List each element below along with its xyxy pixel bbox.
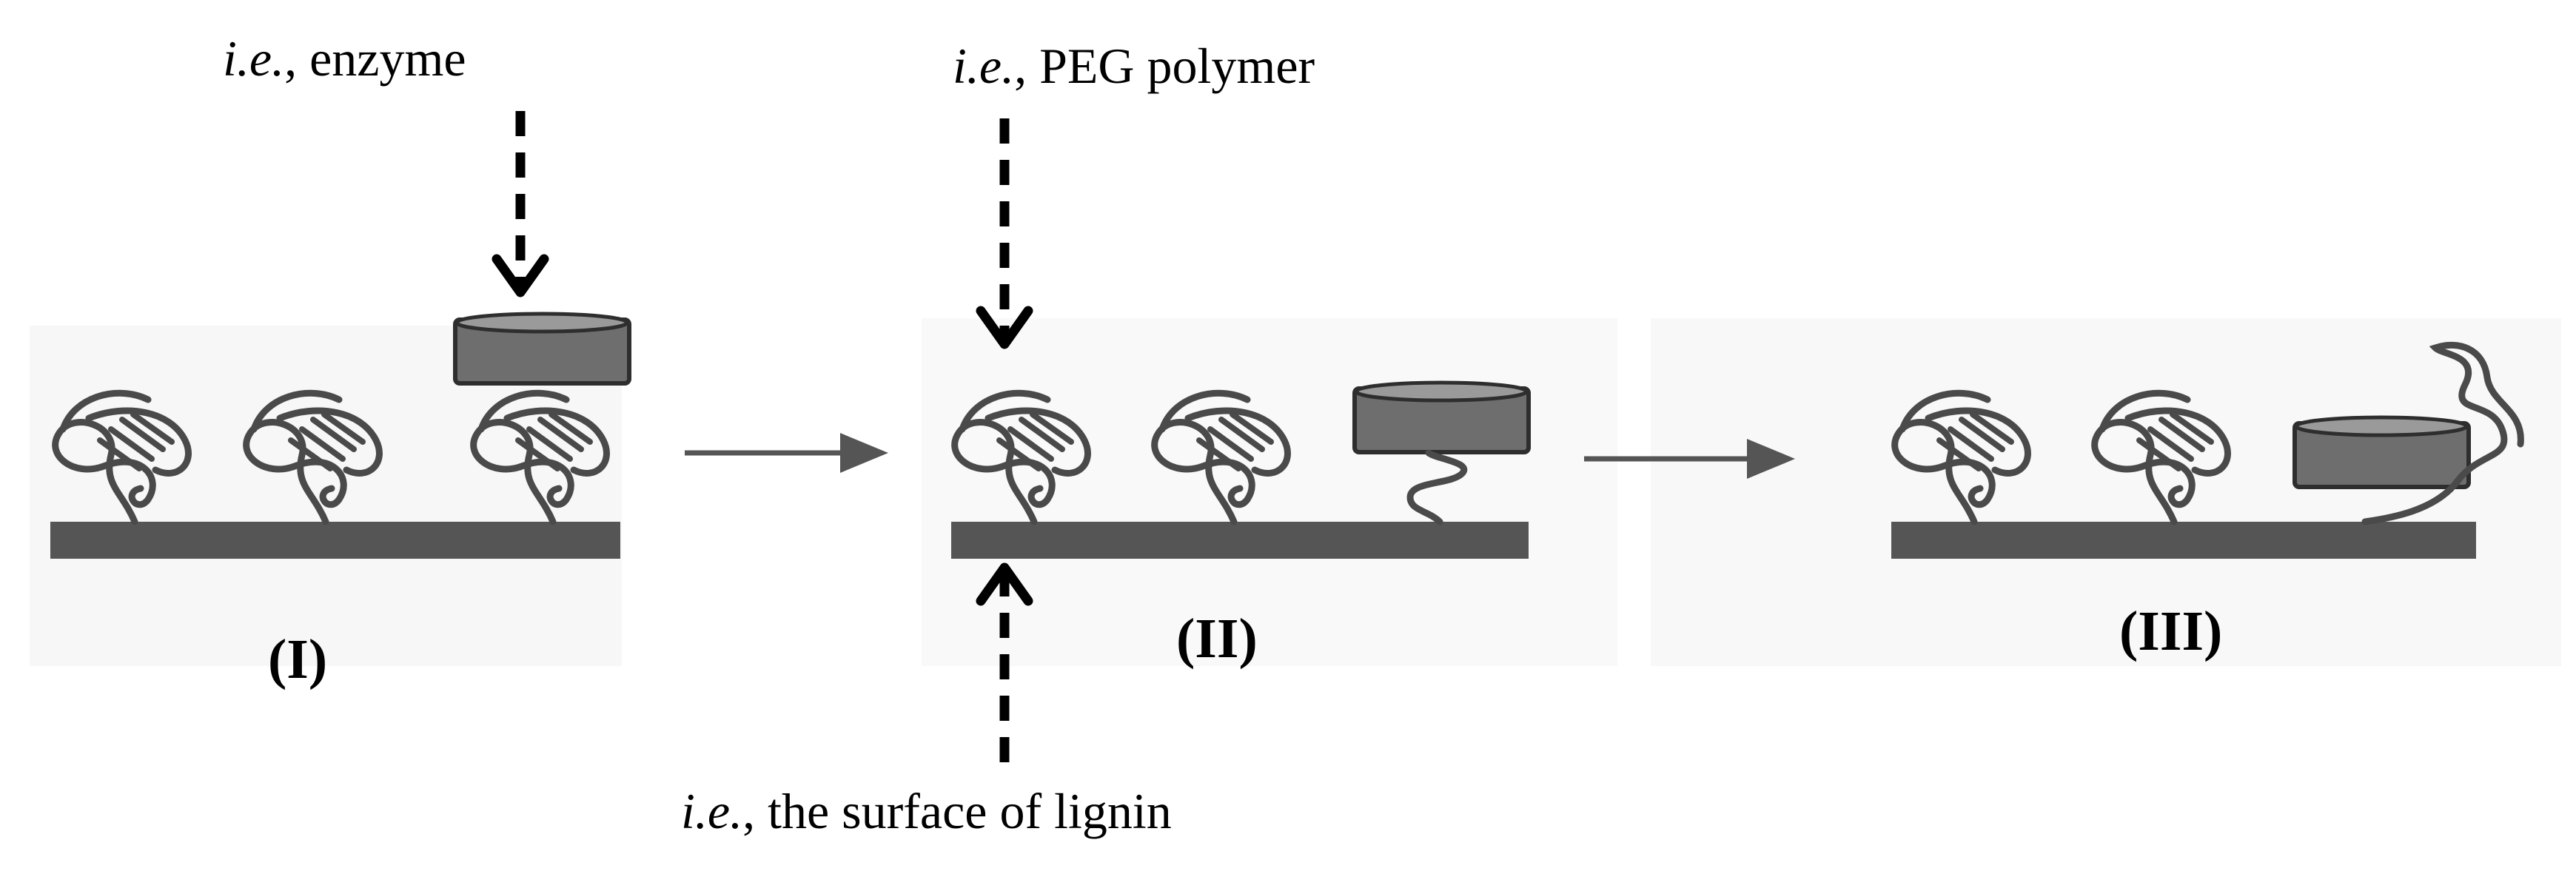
annotation-text: , enzyme (284, 30, 466, 87)
ie-prefix: i.e. (953, 38, 1015, 94)
enzyme-disc (2295, 417, 2469, 487)
stage-label-II: (II) (1176, 608, 1258, 670)
reaction-arrow-1 (685, 433, 888, 473)
enzyme-disc (1355, 383, 1529, 452)
panel-background-2 (922, 318, 1617, 666)
ie-prefix: i.e. (223, 30, 285, 87)
stage-label-III: (III) (2119, 600, 2223, 662)
reaction-arrow-2 (1584, 439, 1795, 479)
scene-I (50, 314, 629, 559)
annotation-text: , PEG polymer (1014, 38, 1315, 94)
lignin-annotation: i.e., the surface of lignin (681, 786, 1172, 836)
ie-prefix: i.e. (681, 783, 743, 839)
lignin-surface-II (951, 522, 1529, 559)
enzyme-annotation: i.e., enzyme (223, 33, 466, 84)
scene-III (1891, 341, 2524, 559)
enzyme-disc (455, 314, 629, 383)
panel-background-3 (1651, 318, 2561, 666)
pointer-peg (976, 118, 1033, 349)
pointer-lignin (976, 562, 1033, 762)
scene-II (951, 383, 1529, 559)
desorbed-peg-coil (2361, 341, 2524, 525)
peg-coil-under-enzyme (1406, 449, 1468, 525)
pointer-enzyme (492, 111, 549, 298)
peg-annotation: i.e., PEG polymer (953, 41, 1315, 91)
lignin-surface-I (50, 522, 620, 559)
lignin-surface-III (1891, 522, 2476, 559)
stage-label-I: (I) (268, 628, 328, 690)
annotation-text: , the surface of lignin (742, 783, 1172, 839)
